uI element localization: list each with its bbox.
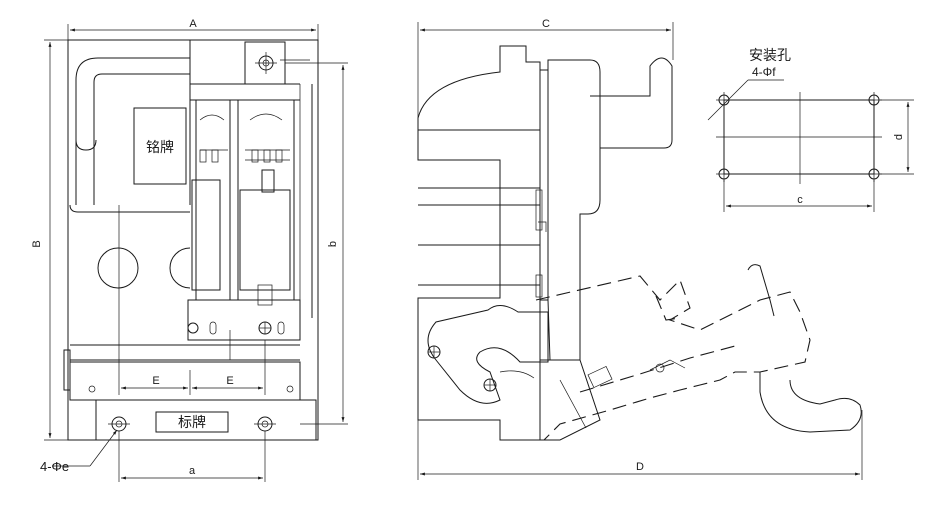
- mounting-holes-detail: 安装孔 4-Φf c: [707, 48, 914, 212]
- side-view-open-position: [535, 264, 862, 441]
- hole-callout-e: 4-Φe: [40, 459, 69, 474]
- label-plate-box: [155, 411, 229, 433]
- dim-C: C: [542, 18, 550, 30]
- side-view: [417, 45, 673, 441]
- dim-B: B: [31, 240, 43, 247]
- front-mount-hole-bottom-right: [254, 416, 276, 432]
- front-dimensions: A B b E E a 4-Φe: [31, 18, 348, 482]
- dim-b: b: [327, 241, 339, 247]
- dim-a: a: [189, 465, 196, 477]
- dim-D: D: [636, 461, 644, 473]
- dim-E-left: E: [152, 375, 159, 387]
- dim-c: c: [797, 194, 803, 206]
- side-dimensions: C D: [417, 18, 863, 480]
- detail-hole-top-left: [716, 92, 732, 108]
- label-plate-label: 标牌: [178, 414, 206, 431]
- dim-d: d: [893, 134, 905, 140]
- detail-hole-top-right: [866, 92, 882, 108]
- nameplate-label: 铭牌: [146, 139, 174, 156]
- dim-A: A: [189, 18, 197, 30]
- detail-hole-bottom-right: [866, 166, 882, 182]
- hole-callout-f: 4-Φf: [752, 65, 776, 79]
- front-view: 铭牌: [63, 39, 319, 441]
- front-mount-hole-bottom-left: [108, 416, 130, 432]
- detail-hole-bottom-left: [716, 166, 732, 182]
- mounting-holes-title: 安装孔: [749, 48, 791, 64]
- side-pivot-lower: [483, 378, 497, 392]
- side-pivot-upper: [427, 345, 441, 359]
- dim-E-right: E: [226, 375, 233, 387]
- front-mount-hole-top: [255, 52, 277, 74]
- nameplate-box: [133, 107, 187, 185]
- front-mechanism-cutaway: [187, 83, 313, 341]
